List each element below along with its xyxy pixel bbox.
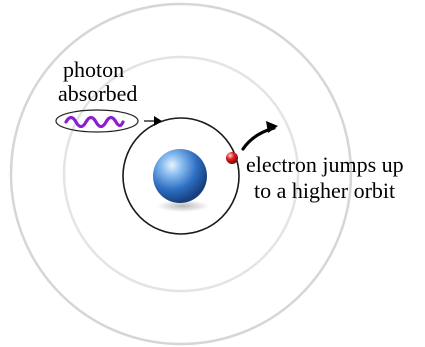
photon-label-line1: photon xyxy=(63,57,124,82)
nucleus-shadow xyxy=(157,200,209,212)
photon-label-line2: absorbed xyxy=(58,81,137,106)
photon-ellipse xyxy=(55,109,139,133)
middle-orbit xyxy=(62,55,300,293)
photon-wave-icon xyxy=(64,115,125,129)
electron-jump-arrowhead xyxy=(266,121,278,133)
electron-label-line2: to a higher orbit xyxy=(254,178,395,203)
outer-orbit xyxy=(9,2,353,346)
electron-icon xyxy=(226,152,238,164)
electron-label-line1: electron jumps up xyxy=(246,152,404,177)
inner-orbit xyxy=(122,117,240,235)
nucleus-icon xyxy=(153,149,207,203)
